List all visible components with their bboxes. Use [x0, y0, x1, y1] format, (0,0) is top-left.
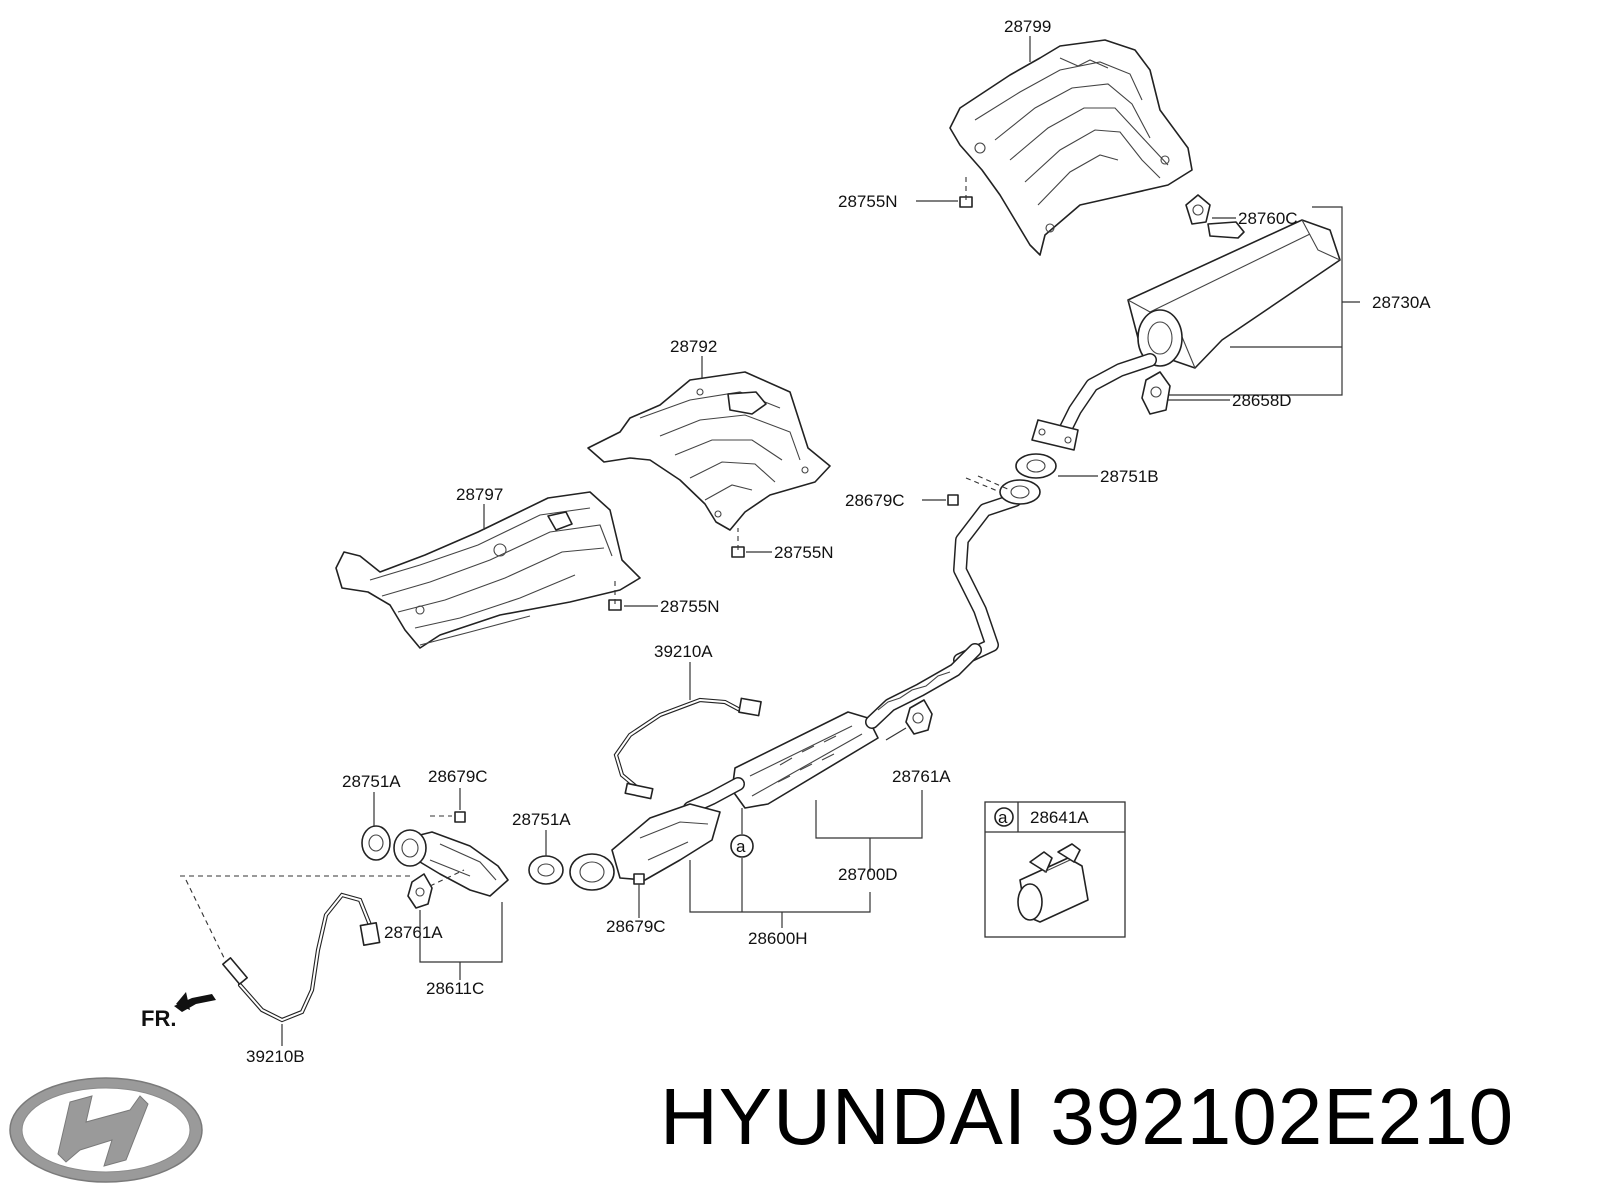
- detail-part-label: 28641A: [1030, 808, 1089, 827]
- label-sensor-lower: 39210B: [246, 1047, 305, 1066]
- label-nut-front-shield: 28755N: [660, 597, 720, 616]
- label-heat-shield-rear: 28799: [1004, 17, 1051, 36]
- gasket-rear-icon: [999, 453, 1057, 505]
- nut-center-icon: [947, 494, 959, 506]
- detail-box: a 28641A: [984, 801, 1126, 938]
- callout-symbol: a: [736, 837, 746, 856]
- detail-ref-symbol: a: [998, 808, 1008, 827]
- clamp-icon: [1017, 843, 1089, 923]
- hanger-front-icon: [407, 873, 433, 909]
- catalytic-converter: [361, 825, 509, 897]
- part-number: 392102E210: [1050, 1072, 1515, 1161]
- label-nut-front-pipe: 28679C: [606, 917, 666, 936]
- sensor-lower: [180, 875, 410, 1023]
- gasket-front-icon: [528, 855, 564, 885]
- callout-a-icon: a: [730, 834, 754, 858]
- heat-shield-rear: [949, 39, 1193, 256]
- label-heat-shield-front: 28797: [456, 485, 503, 504]
- hyundai-logo-icon: [9, 1077, 203, 1183]
- label-nut-rear: 28755N: [838, 192, 898, 211]
- label-front-pipe-assy: 28600H: [748, 929, 808, 948]
- label-heat-shield-center: 28792: [670, 337, 717, 356]
- label-nut-center-shield: 28755N: [774, 543, 834, 562]
- hanger-rear-icon: [1185, 194, 1245, 239]
- front-pipe-converter: [569, 803, 721, 891]
- label-muffler-assy: 28730A: [1372, 293, 1431, 312]
- nut-front-pipe-icon: [633, 873, 645, 885]
- label-hanger-center: 28761A: [892, 767, 951, 786]
- label-center-muffler: 28700D: [838, 865, 898, 884]
- main-exhaust-pipe: [953, 353, 1157, 667]
- center-muffler: [683, 643, 982, 815]
- label-hanger-front: 28761A: [384, 923, 443, 942]
- hanger-mid-rear-icon: [1141, 371, 1171, 415]
- label-nut-manifold: 28679C: [428, 767, 488, 786]
- label-catalytic-converter: 28611C: [426, 979, 484, 998]
- label-nut-center: 28679C: [845, 491, 905, 510]
- direction-label: FR.: [141, 1006, 176, 1031]
- label-gasket-manifold: 28751A: [342, 772, 401, 791]
- label-hanger-rear: 28760C: [1238, 209, 1298, 228]
- hanger-center-icon: [905, 699, 933, 735]
- forward-arrow-icon: [174, 992, 216, 1012]
- sensor-upper: [613, 697, 762, 800]
- label-hanger-mid-rear: 28658D: [1232, 391, 1292, 410]
- nut-manifold-icon: [454, 811, 466, 823]
- rear-muffler: [1127, 219, 1341, 369]
- part-title: HYUNDAI 392102E210: [660, 1072, 1514, 1162]
- label-gasket-front: 28751A: [512, 810, 571, 829]
- label-sensor-upper: 39210A: [654, 642, 713, 661]
- heat-shield-front: [335, 491, 641, 649]
- heat-shield-center: [587, 371, 831, 531]
- brand-name: HYUNDAI: [660, 1072, 1028, 1161]
- label-gasket-rear: 28751B: [1100, 467, 1159, 486]
